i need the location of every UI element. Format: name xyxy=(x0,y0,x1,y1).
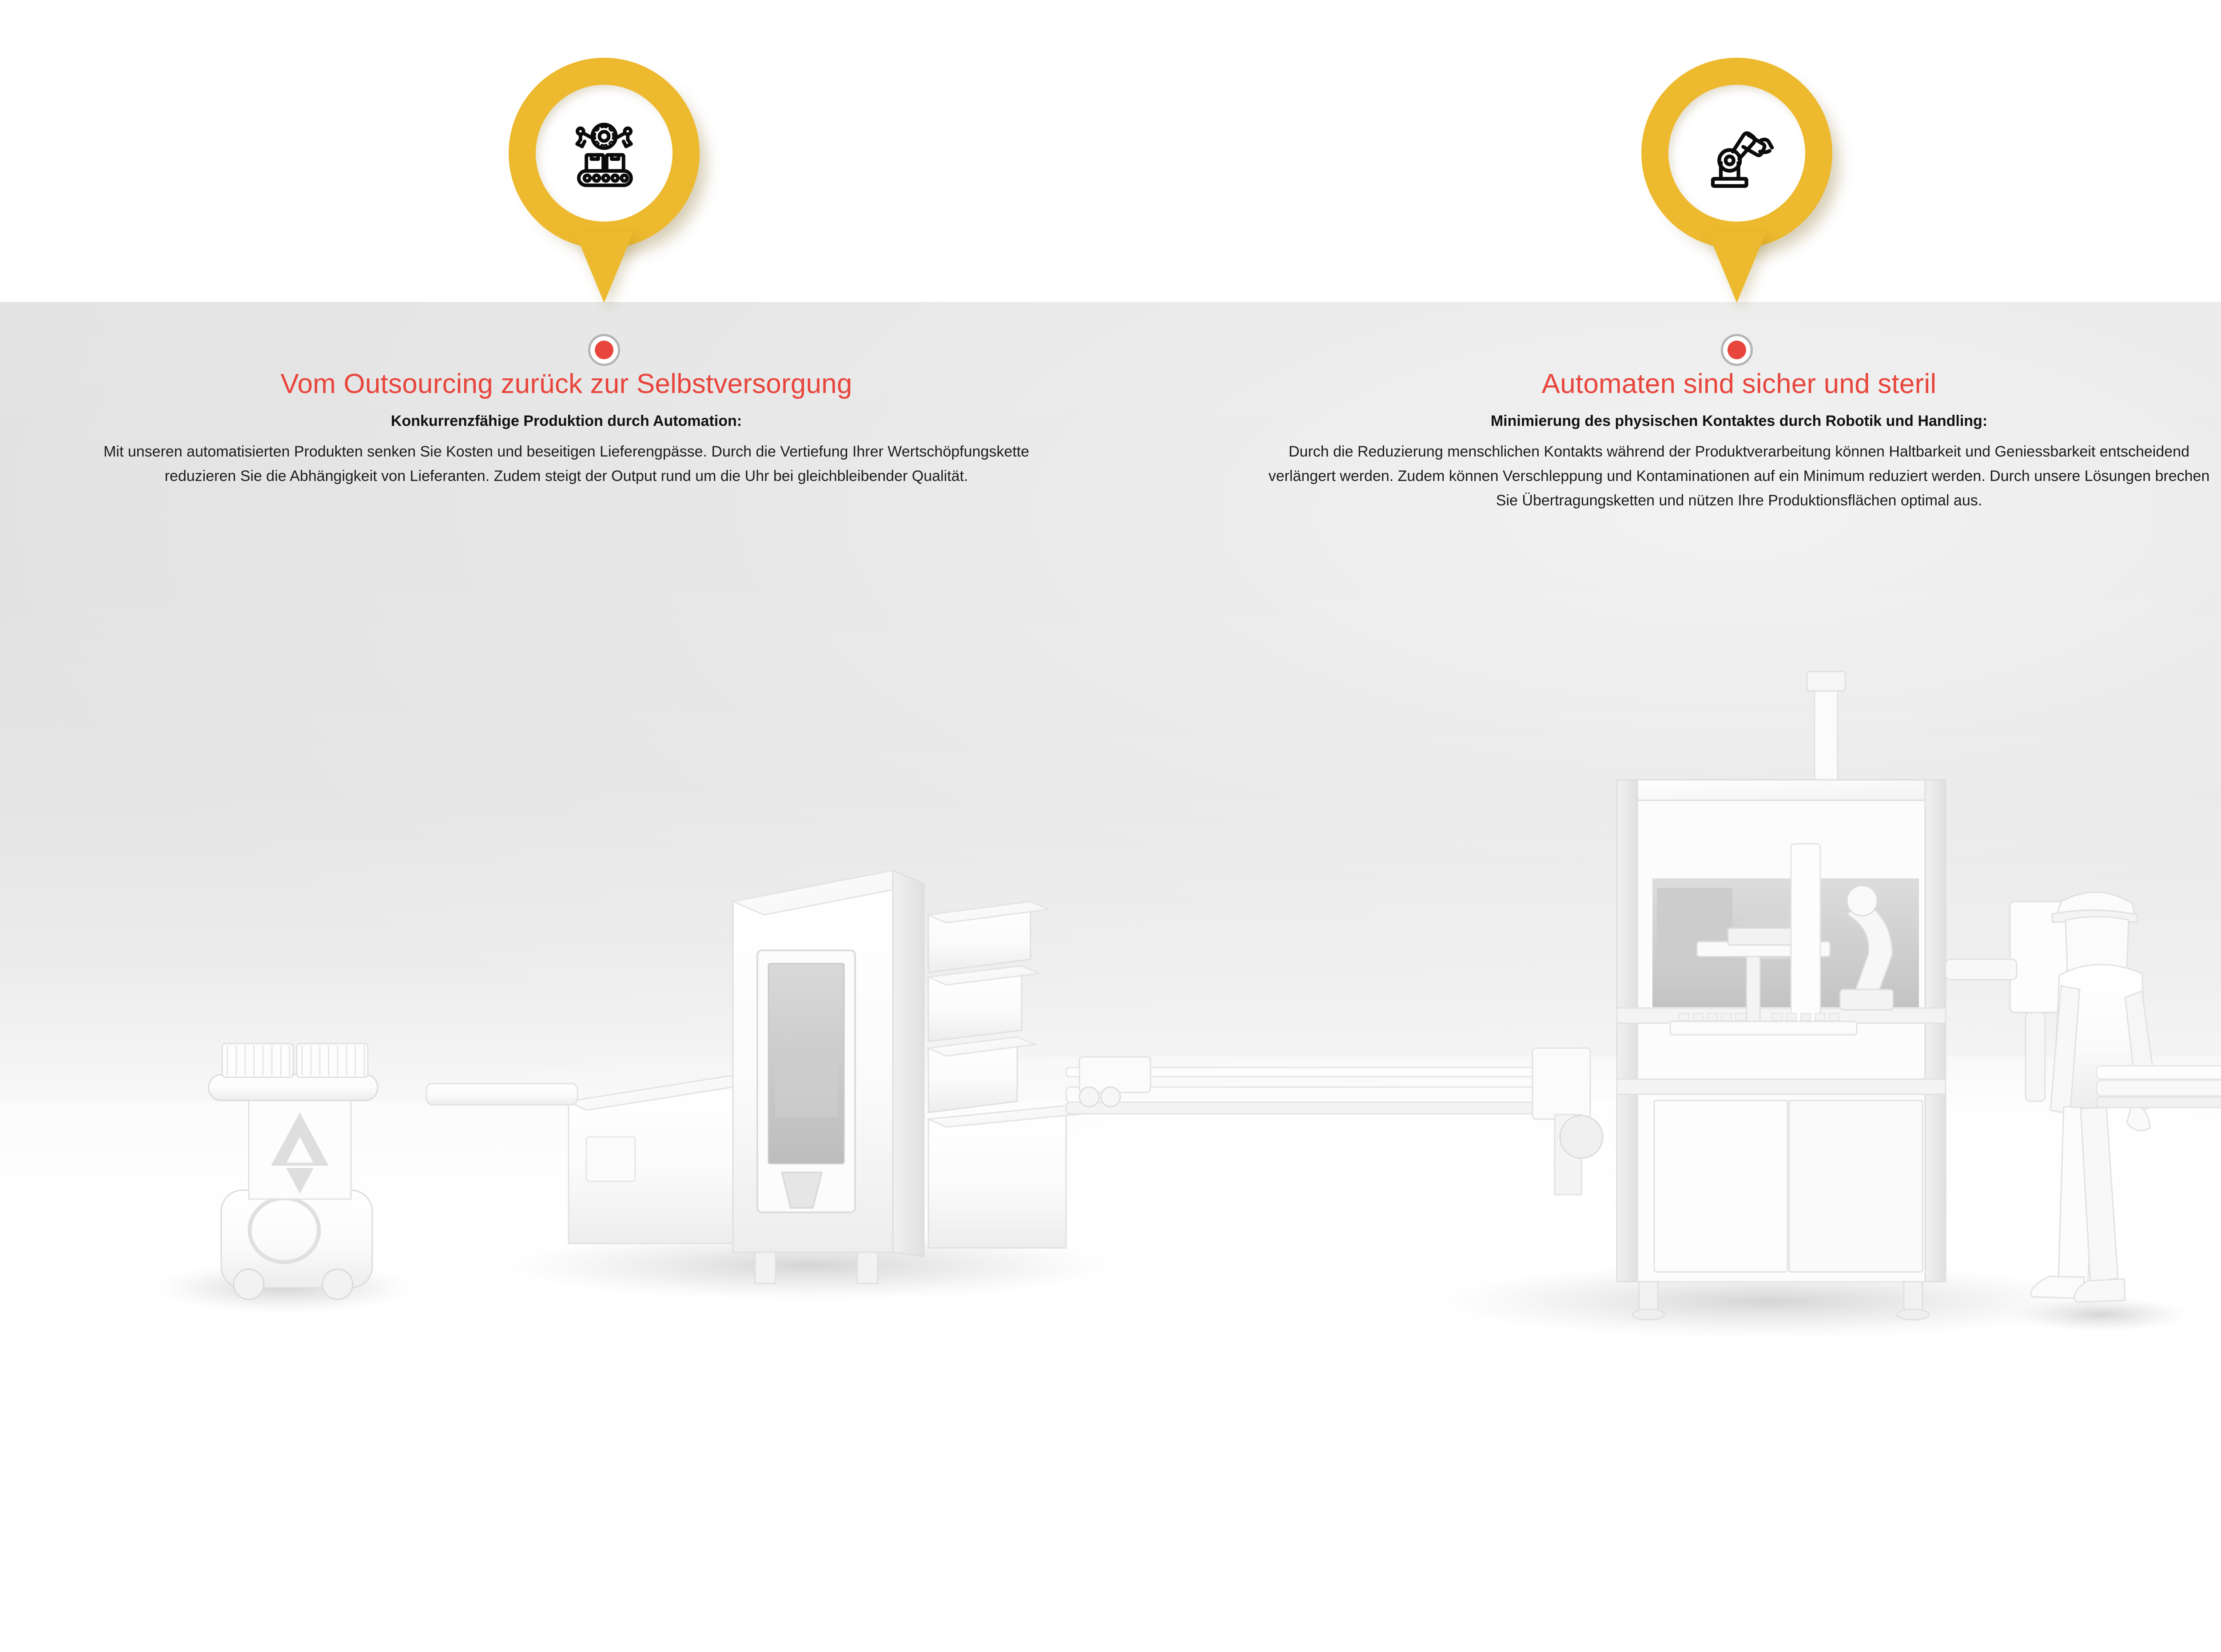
pin-balloon-1 xyxy=(509,58,700,249)
pin-base-dot-1 xyxy=(595,341,613,359)
column-2-subtitle: Minimierung des physischen Kontaktes dur… xyxy=(1490,413,1988,430)
column-2-body: Durch die Reduzierung menschlichen Konta… xyxy=(1268,443,2210,509)
column-2-title: Automaten sind sicher und steril xyxy=(1541,369,1937,399)
feature-column-1: Vom Outsourcing zurück zur Selbstversorg… xyxy=(80,369,1053,488)
pin-base-2 xyxy=(1721,334,1753,366)
robot-cell-enclosure-center xyxy=(1616,671,2091,1321)
column-1-body: Mit unseren automatisierten Produkten se… xyxy=(103,443,1030,484)
pin-marker-1[interactable] xyxy=(509,58,700,366)
pin-base-dot-2 xyxy=(1727,341,1746,359)
processing-machine-left xyxy=(566,869,1087,1284)
background-top-white xyxy=(0,0,2221,302)
transfer-conveyor-right xyxy=(2096,1065,2221,1108)
transfer-conveyor-left xyxy=(426,1047,1604,1195)
feature-column-2: Automaten sind sicher und steril Minimie… xyxy=(1257,369,2221,513)
pin-balloon-2 xyxy=(1641,58,1832,249)
conveyor-belt-automation-icon xyxy=(536,85,673,222)
pin-marker-2[interactable] xyxy=(1641,58,1832,366)
column-1-subtitle: Konkurrenzfähige Produktion durch Automa… xyxy=(390,413,742,430)
robot-arm-icon xyxy=(1668,85,1805,222)
pin-base-1 xyxy=(588,334,620,366)
column-1-title: Vom Outsourcing zurück zur Selbstversorg… xyxy=(280,369,852,399)
agv-mobile-robot-left xyxy=(208,1043,378,1300)
